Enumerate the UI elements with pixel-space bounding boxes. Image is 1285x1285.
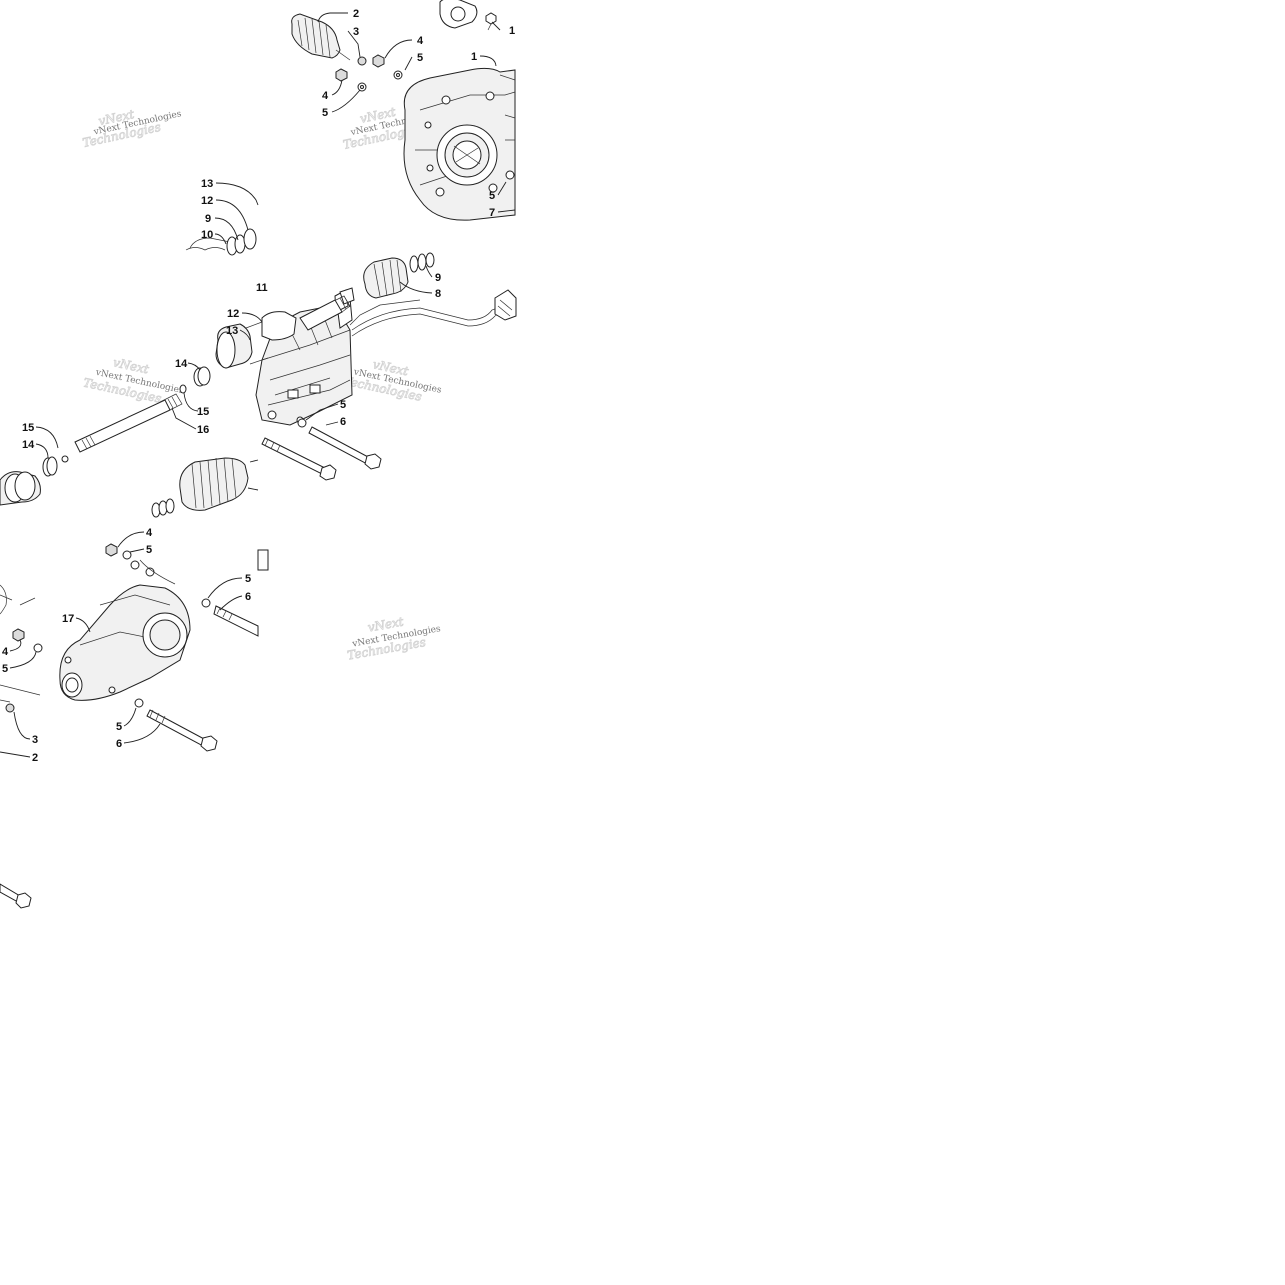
callout-1-top-right: 1 — [509, 25, 515, 37]
coupler-parts-12-13-mid — [215, 311, 297, 369]
callout-3-top: 3 — [353, 26, 359, 38]
gear-case-housing-top — [403, 0, 516, 221]
callout-5-bottom-c: 5 — [116, 721, 122, 733]
callout-15-mid: 15 — [197, 406, 209, 418]
splined-shaft-top-mid — [299, 295, 351, 331]
callout-4-bottom-b: 4 — [2, 646, 9, 658]
callout-13-mid: 13 — [226, 325, 238, 337]
callout-10-left: 10 — [201, 229, 213, 241]
bolt-part-6-bottom-b — [146, 709, 218, 752]
shaft-part-16 — [74, 393, 183, 453]
bolt-part-6-mid-b — [308, 426, 382, 470]
clamp-part-3-top — [357, 56, 367, 66]
washer-part-5-bottom-a — [122, 550, 132, 560]
callout-14-left: 14 — [22, 439, 35, 451]
boot-part-bottom-mid — [151, 457, 249, 518]
callout-9-mid: 9 — [435, 272, 441, 284]
washer-part-5-top-b — [357, 82, 367, 92]
nut-part-4-bottom-a — [105, 543, 118, 557]
callout-3-bottom: 3 — [32, 734, 38, 746]
washer-part-5-bottom-b — [33, 643, 43, 653]
callout-8-mid: 8 — [435, 288, 441, 300]
connector-part-right-mid — [257, 549, 269, 571]
callout-2-bottom: 2 — [32, 752, 38, 764]
bolt-part-6-mid-a — [261, 437, 337, 481]
callout-4-top-b: 4 — [322, 90, 329, 102]
rings-parts-9-13-left — [185, 228, 257, 256]
washer-part-5-bottom-c — [201, 598, 211, 608]
callout-5-bottom-a: 5 — [146, 544, 152, 556]
washer-part-5-bottom-d — [134, 698, 144, 708]
nut-part-4-top-a — [372, 54, 385, 68]
clamp-part-3-bottom — [5, 703, 15, 713]
svg-text:vNext: vNext — [367, 615, 405, 635]
gearbox-housing-mid — [255, 287, 517, 426]
callout-labels: 1 2 3 4 5 4 5 1 5 7 13 12 9 10 11 12 13 … — [2, 8, 515, 764]
watermark-6: vNext Technologies vNext Technologies — [346, 614, 442, 663]
bolt-part-1-top — [485, 12, 497, 31]
callout-5-top-c: 5 — [489, 190, 495, 202]
rings-parts-14-15-left — [42, 455, 69, 477]
ring-part-14-mid — [193, 366, 211, 387]
ring-part-15-mid — [179, 384, 187, 394]
callout-13-left: 13 — [201, 178, 213, 190]
callout-15-left: 15 — [22, 422, 34, 434]
callout-5-mid: 5 — [340, 399, 346, 411]
callout-7-top: 7 — [489, 207, 495, 219]
callout-16-mid: 16 — [197, 424, 209, 436]
leader-lines — [0, 12, 516, 758]
callout-5-top-a: 5 — [417, 52, 423, 64]
washer-part-5-top-c — [505, 170, 515, 180]
clamp-part-9-mid — [409, 252, 435, 273]
bolt-loose-bottom-left — [0, 883, 32, 909]
callout-4-top-a: 4 — [417, 35, 424, 47]
callout-17-bottom: 17 — [62, 613, 74, 625]
nut-part-4-top-b — [335, 68, 348, 82]
callout-12-left: 12 — [201, 195, 213, 207]
callout-6-bottom-right: 6 — [245, 591, 251, 603]
bolt-part-6-bottom-a — [213, 605, 259, 637]
washer-part-5-mid — [297, 418, 307, 428]
callout-1-top-case: 1 — [471, 51, 477, 63]
callout-9-left: 9 — [205, 213, 211, 225]
callout-5-bottom-b: 5 — [2, 663, 8, 675]
callout-4-bottom-a: 4 — [146, 527, 153, 539]
bracket-lines-bottom — [0, 584, 41, 703]
callout-5-top-b: 5 — [322, 107, 328, 119]
callout-12-mid: 12 — [227, 308, 239, 320]
callout-11-mid: 11 — [256, 282, 268, 294]
callout-6-mid: 6 — [340, 416, 346, 428]
callout-14-mid: 14 — [175, 358, 188, 370]
watermark-4: vNext Technologies vNext Technologies — [342, 357, 443, 404]
boot-part-8-mid — [363, 257, 409, 299]
watermark-3: vNext Technologies vNext Technologies — [82, 355, 185, 406]
washer-part-5-top-a — [393, 70, 403, 80]
boot-part-left-edge — [0, 471, 41, 506]
callout-2-top: 2 — [353, 8, 359, 20]
callout-6-bottom-c: 6 — [116, 738, 122, 750]
nut-part-4-bottom-b — [12, 628, 25, 642]
boot-part-2-top — [291, 13, 351, 61]
watermark-1: vNext Technologies vNext Technologies — [81, 107, 183, 151]
callout-5-bottom-right: 5 — [245, 573, 251, 585]
gear-case-housing-bottom — [59, 559, 191, 701]
